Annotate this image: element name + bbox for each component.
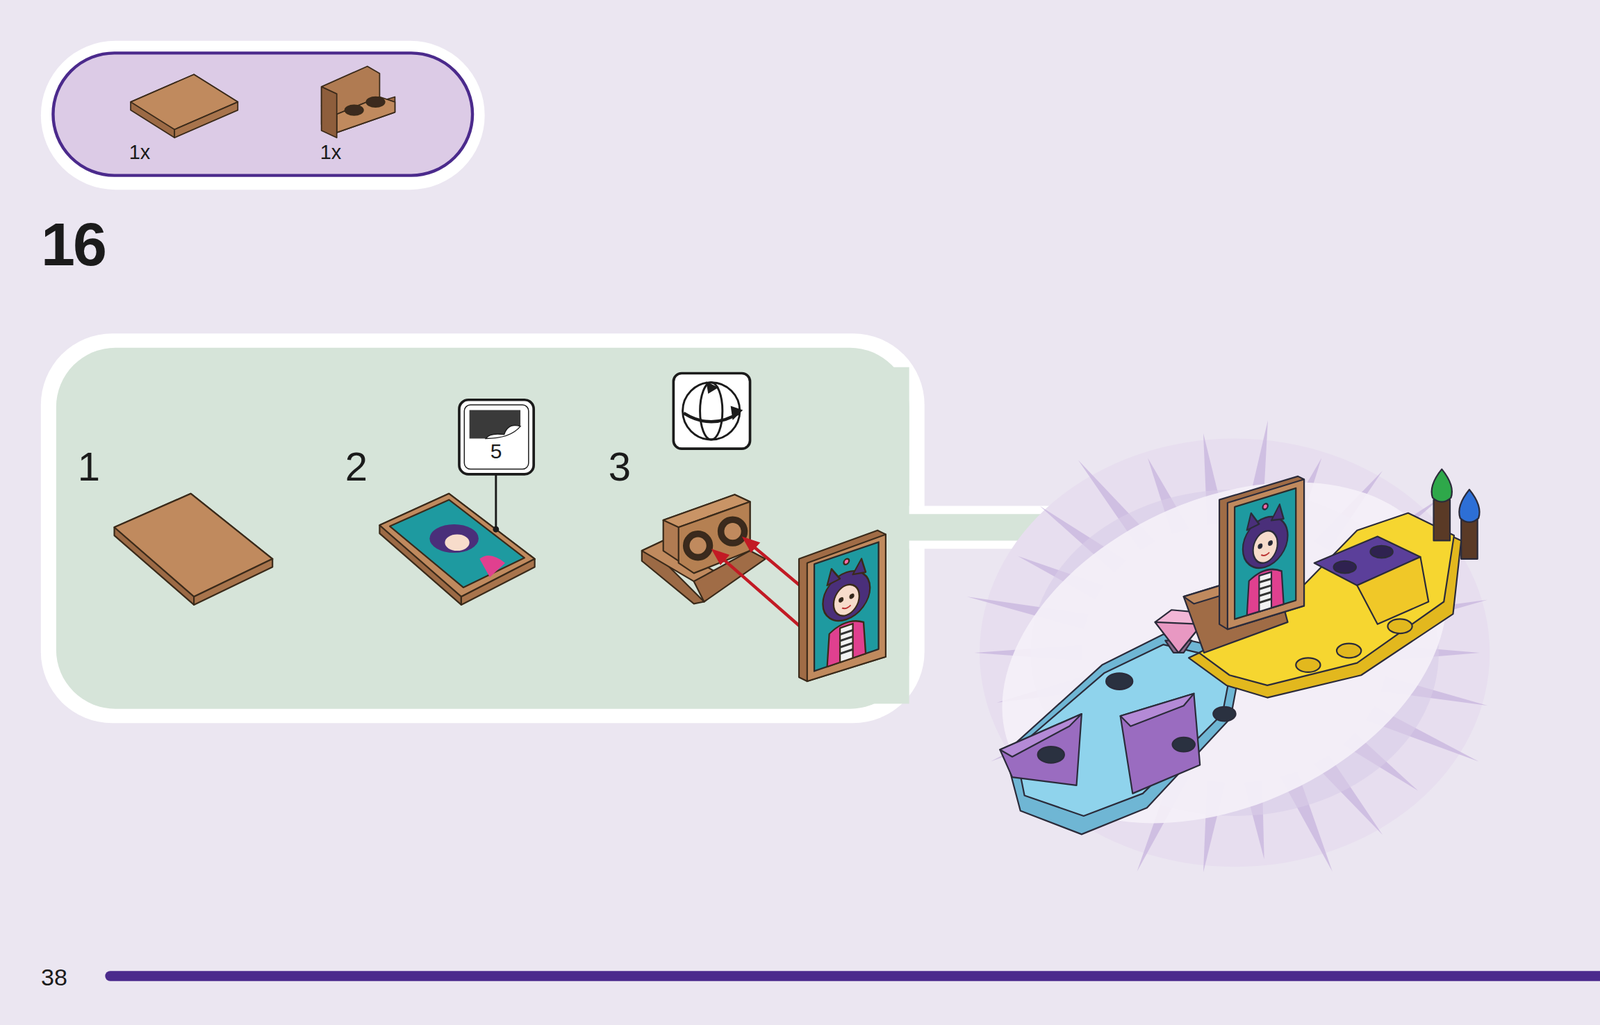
sticker-callout-part: [459, 400, 534, 475]
rotate-icon-part: [683, 413, 739, 422]
sticker-callout-part: [485, 425, 521, 439]
insert-arrows-part: [750, 543, 802, 588]
tile-step2-part: [379, 493, 535, 606]
main-model-part: [1213, 707, 1236, 722]
main-model-part: [1037, 746, 1065, 763]
page-number: 38: [40, 965, 68, 990]
tile-part-part: [130, 74, 238, 138]
main-model-part: [1458, 489, 1480, 523]
tile-step3-part: [798, 530, 886, 682]
main-model-part: [1356, 557, 1429, 625]
substep-number: 3: [608, 446, 631, 488]
main-model-part-part: [1234, 488, 1296, 620]
rotate-icon: [673, 373, 750, 450]
tile-step1-part: [114, 493, 274, 597]
subassembly-box: 1 2 3 5: [40, 333, 924, 723]
highlight-burst-part: [946, 415, 1502, 892]
bracket-part: [321, 66, 396, 138]
main-model-part: [1219, 476, 1305, 630]
tile-part-part: [130, 74, 238, 130]
main-model-part: [1333, 561, 1357, 574]
parts-panel: [40, 40, 485, 190]
main-model-part: [1106, 673, 1133, 690]
main-model-part: [999, 714, 1082, 786]
page-bar: [104, 971, 1600, 982]
insert-arrows-part: [719, 555, 801, 628]
main-model-part: [1387, 619, 1412, 634]
main-model-part: [1431, 469, 1453, 503]
bracket-step3-part: [718, 517, 747, 547]
insert-arrows-part: [741, 537, 761, 554]
sticker-callout-part: [464, 405, 529, 470]
main-model-part: [1120, 694, 1195, 727]
tile-step1: [114, 493, 274, 606]
subassembly-panel-part: [56, 348, 910, 710]
parts-panel-part: [52, 52, 473, 176]
bracket-step3-part: [683, 531, 713, 560]
sticker-number: 5: [490, 441, 503, 463]
parts-list: 1x 1x: [40, 40, 485, 189]
bracket-part-part: [366, 97, 385, 108]
tile-step1-part: [114, 493, 274, 606]
bracket-part-part: [336, 97, 396, 133]
bracket-step3-part: [723, 522, 742, 541]
tile-step3: [798, 530, 886, 682]
main-model: [999, 469, 1480, 836]
main-model-part: [1227, 479, 1305, 630]
step-number: 16: [40, 213, 105, 276]
main-model-part: [1172, 737, 1195, 753]
sticker-callout-part: [469, 409, 521, 439]
bracket-step3: [641, 494, 766, 604]
tile-part-part: [174, 102, 238, 138]
rotate-icon-part: [705, 381, 719, 394]
main-model-part: [1234, 488, 1296, 620]
main-model-part: [1120, 694, 1201, 795]
subassembly-panel-part: [40, 333, 925, 724]
sticker-callout-part: [494, 474, 497, 529]
tile-step2-part: [389, 500, 525, 588]
sticker-callout-box: 5: [459, 400, 534, 475]
rotate-icon-part: [730, 406, 744, 422]
tile-step2-part: [444, 534, 469, 551]
sticker-callout: [459, 400, 534, 533]
main-model-part: [1370, 546, 1393, 559]
main-model-part: [1433, 500, 1450, 542]
substep-number: 1: [77, 446, 101, 488]
tile-step2-part: [479, 555, 506, 578]
part-count: 1x: [129, 142, 151, 163]
bracket-part-part: [344, 104, 363, 116]
tile-step3-part: [814, 542, 879, 672]
rotate-icon-part: [673, 373, 750, 450]
tile-step3-part-part: [814, 542, 879, 672]
substep-number: 2: [345, 446, 368, 488]
tile-step1-part: [193, 559, 273, 606]
insert-arrows-part: [711, 548, 730, 565]
sticker-callout-part: [492, 526, 499, 533]
tile-step2-part: [429, 524, 478, 554]
subassembly-panel: [40, 333, 925, 724]
bracket-part-part: [321, 86, 337, 138]
tile-step2-part: [379, 493, 535, 597]
tile-part: [130, 74, 238, 138]
tile-step2: [379, 493, 535, 606]
main-model-part: [1336, 644, 1362, 659]
main-model-part: [1295, 657, 1321, 673]
insert-arrows: [711, 537, 802, 629]
part-count: 1x: [320, 142, 342, 163]
main-model-part: [1461, 518, 1478, 560]
tile-step3-part: [807, 534, 886, 682]
highlight-burst: [946, 415, 1502, 892]
parts-panel-part: [40, 40, 485, 190]
bracket-step3-part: [688, 537, 707, 556]
bracket-step3-part: [694, 550, 766, 602]
